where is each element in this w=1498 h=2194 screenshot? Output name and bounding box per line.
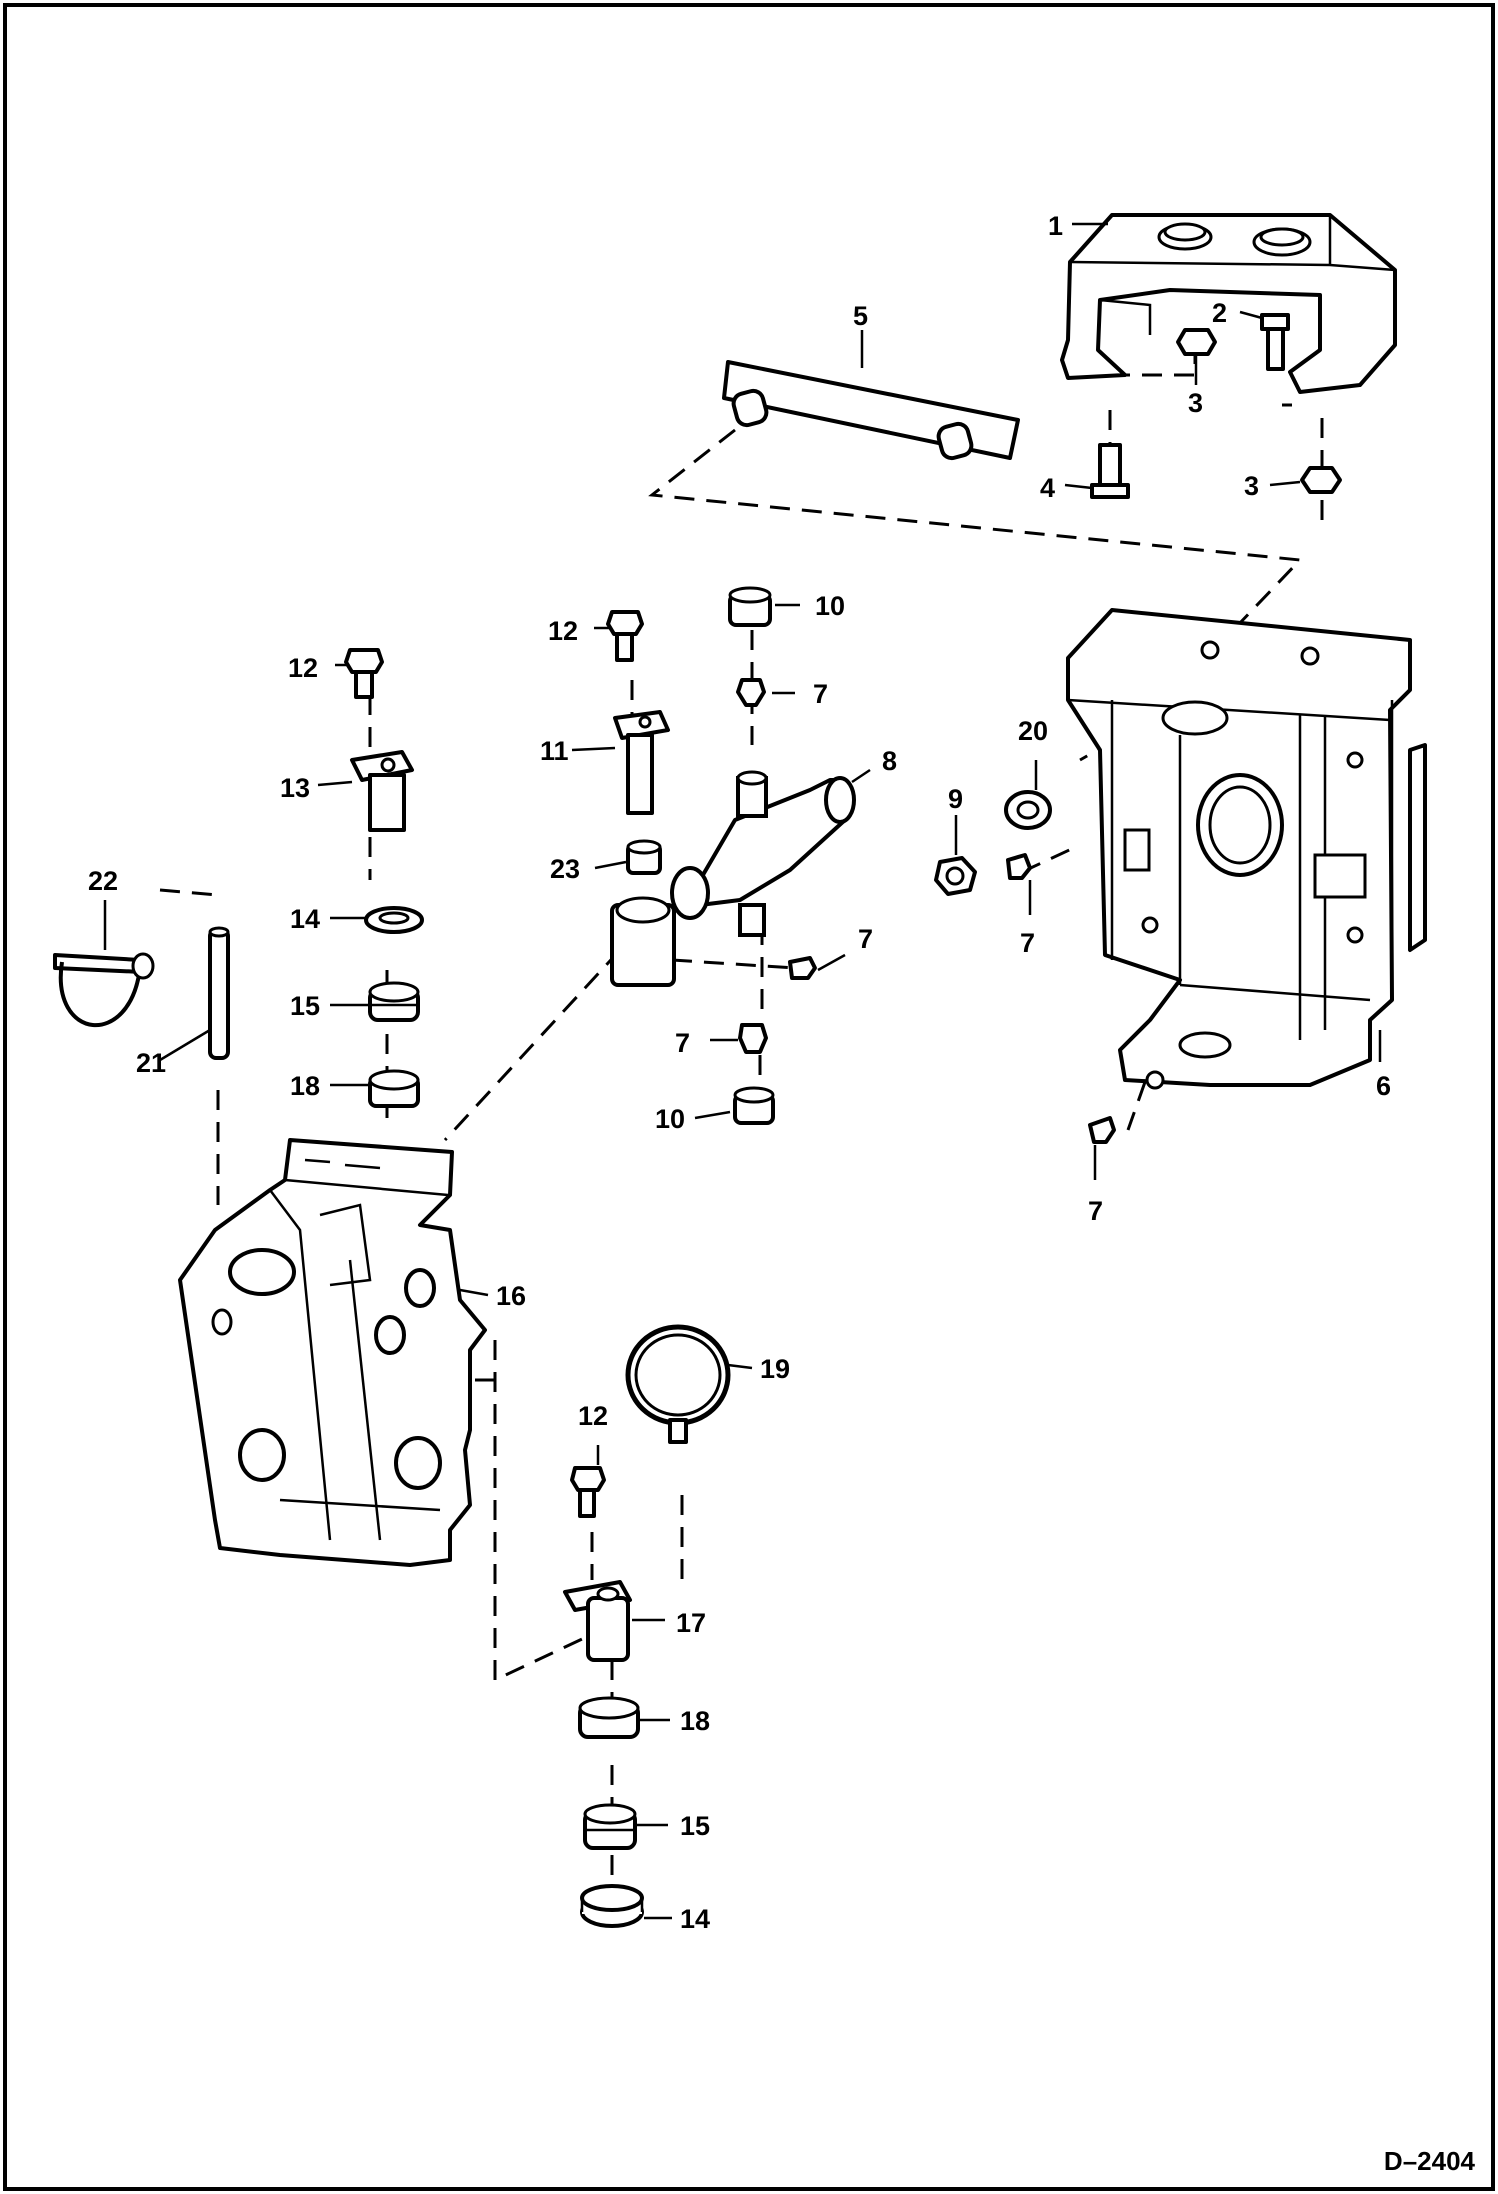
part-14-spacer-lower <box>580 1884 644 1928</box>
part-16-coupler-frame <box>178 1138 487 1567</box>
callout-23: 23 <box>550 854 580 884</box>
part-19-ring <box>625 1324 731 1444</box>
callout-3-upper: 3 <box>1188 388 1203 418</box>
part-7-fitting-d <box>1006 853 1032 880</box>
callout-14-upper: 14 <box>290 904 320 934</box>
part-13-collar <box>350 750 414 832</box>
callout-7-d: 7 <box>1020 928 1035 958</box>
part-4-bolt <box>1090 443 1130 499</box>
part-9-nut <box>934 856 977 896</box>
part-17-collar <box>563 1580 632 1662</box>
part-12-bolt-c <box>570 1466 606 1518</box>
part-10-bushing-upper <box>728 586 772 627</box>
part-23-block <box>610 896 676 987</box>
part-22-lynch-pin <box>53 952 155 1027</box>
callout-18-lower: 18 <box>680 1706 710 1736</box>
part-15-bushing-lower <box>583 1803 637 1850</box>
callout-3-lower: 3 <box>1244 471 1259 501</box>
callout-13: 13 <box>280 773 310 803</box>
callout-10-upper: 10 <box>815 591 845 621</box>
part-7-fitting-a <box>736 678 766 707</box>
callout-17: 17 <box>676 1608 706 1638</box>
part-5-plate <box>722 360 1020 461</box>
callout-8: 8 <box>882 746 897 776</box>
callout-7-c: 7 <box>675 1028 690 1058</box>
callout-15-upper: 15 <box>290 991 320 1021</box>
part-12-bolt-a <box>344 648 384 699</box>
callout-labels: 1 2 3 3 4 5 6 7 7 7 7 7 8 9 10 10 11 12 … <box>88 211 1391 1934</box>
part-7-fitting-c <box>738 1023 768 1054</box>
part-3-nut-lower <box>1300 466 1342 494</box>
callout-1: 1 <box>1048 211 1063 241</box>
callout-2: 2 <box>1212 298 1227 328</box>
part-21-pin <box>208 926 230 1060</box>
callout-5: 5 <box>853 301 868 331</box>
drawing-number: D–2404 <box>1384 2146 1476 2176</box>
part-18-bushing-upper <box>368 1069 420 1108</box>
part-6-mounting-bracket <box>1066 608 1427 1090</box>
assembly-dashed-lines <box>159 350 1324 1895</box>
part-1-cover <box>1060 213 1397 394</box>
part-15-bushing-upper <box>368 981 420 1022</box>
callout-22: 22 <box>88 866 118 896</box>
part-2-bolt <box>1260 313 1290 371</box>
part-14-spacer-upper <box>364 906 424 934</box>
callout-15-lower: 15 <box>680 1811 710 1841</box>
callout-4: 4 <box>1040 473 1055 503</box>
part-3-nut-upper <box>1176 328 1217 356</box>
callout-12-c: 12 <box>578 1401 608 1431</box>
part-7-fitting-e <box>1088 1116 1116 1144</box>
part-18-bushing-lower <box>578 1696 640 1739</box>
callout-18-upper: 18 <box>290 1071 320 1101</box>
callout-12-b: 12 <box>288 653 318 683</box>
part-12-bolt-b <box>606 610 644 662</box>
drawing-border <box>3 3 1495 2191</box>
callout-6: 6 <box>1376 1071 1391 1101</box>
leader-lines <box>103 222 1382 1920</box>
callout-11: 11 <box>540 736 569 766</box>
callout-10-lower: 10 <box>655 1104 685 1134</box>
callout-9: 9 <box>948 784 963 814</box>
callout-21: 21 <box>136 1048 166 1078</box>
callout-19: 19 <box>760 1354 790 1384</box>
callout-12-a: 12 <box>548 616 578 646</box>
callout-7-a: 7 <box>813 679 828 709</box>
part-10-bushing-lower <box>733 1086 775 1125</box>
part-23-sleeve <box>626 839 662 875</box>
part-8-pivot-shaft <box>670 770 856 937</box>
part-20-washer <box>1004 790 1052 830</box>
part-7-fitting-b <box>788 956 817 980</box>
callout-14-lower: 14 <box>680 1904 710 1934</box>
callout-7-b: 7 <box>858 924 873 954</box>
part-11-pin <box>613 710 670 815</box>
callout-7-e: 7 <box>1088 1196 1103 1226</box>
callout-20: 20 <box>1018 716 1048 746</box>
callout-16: 16 <box>496 1281 526 1311</box>
